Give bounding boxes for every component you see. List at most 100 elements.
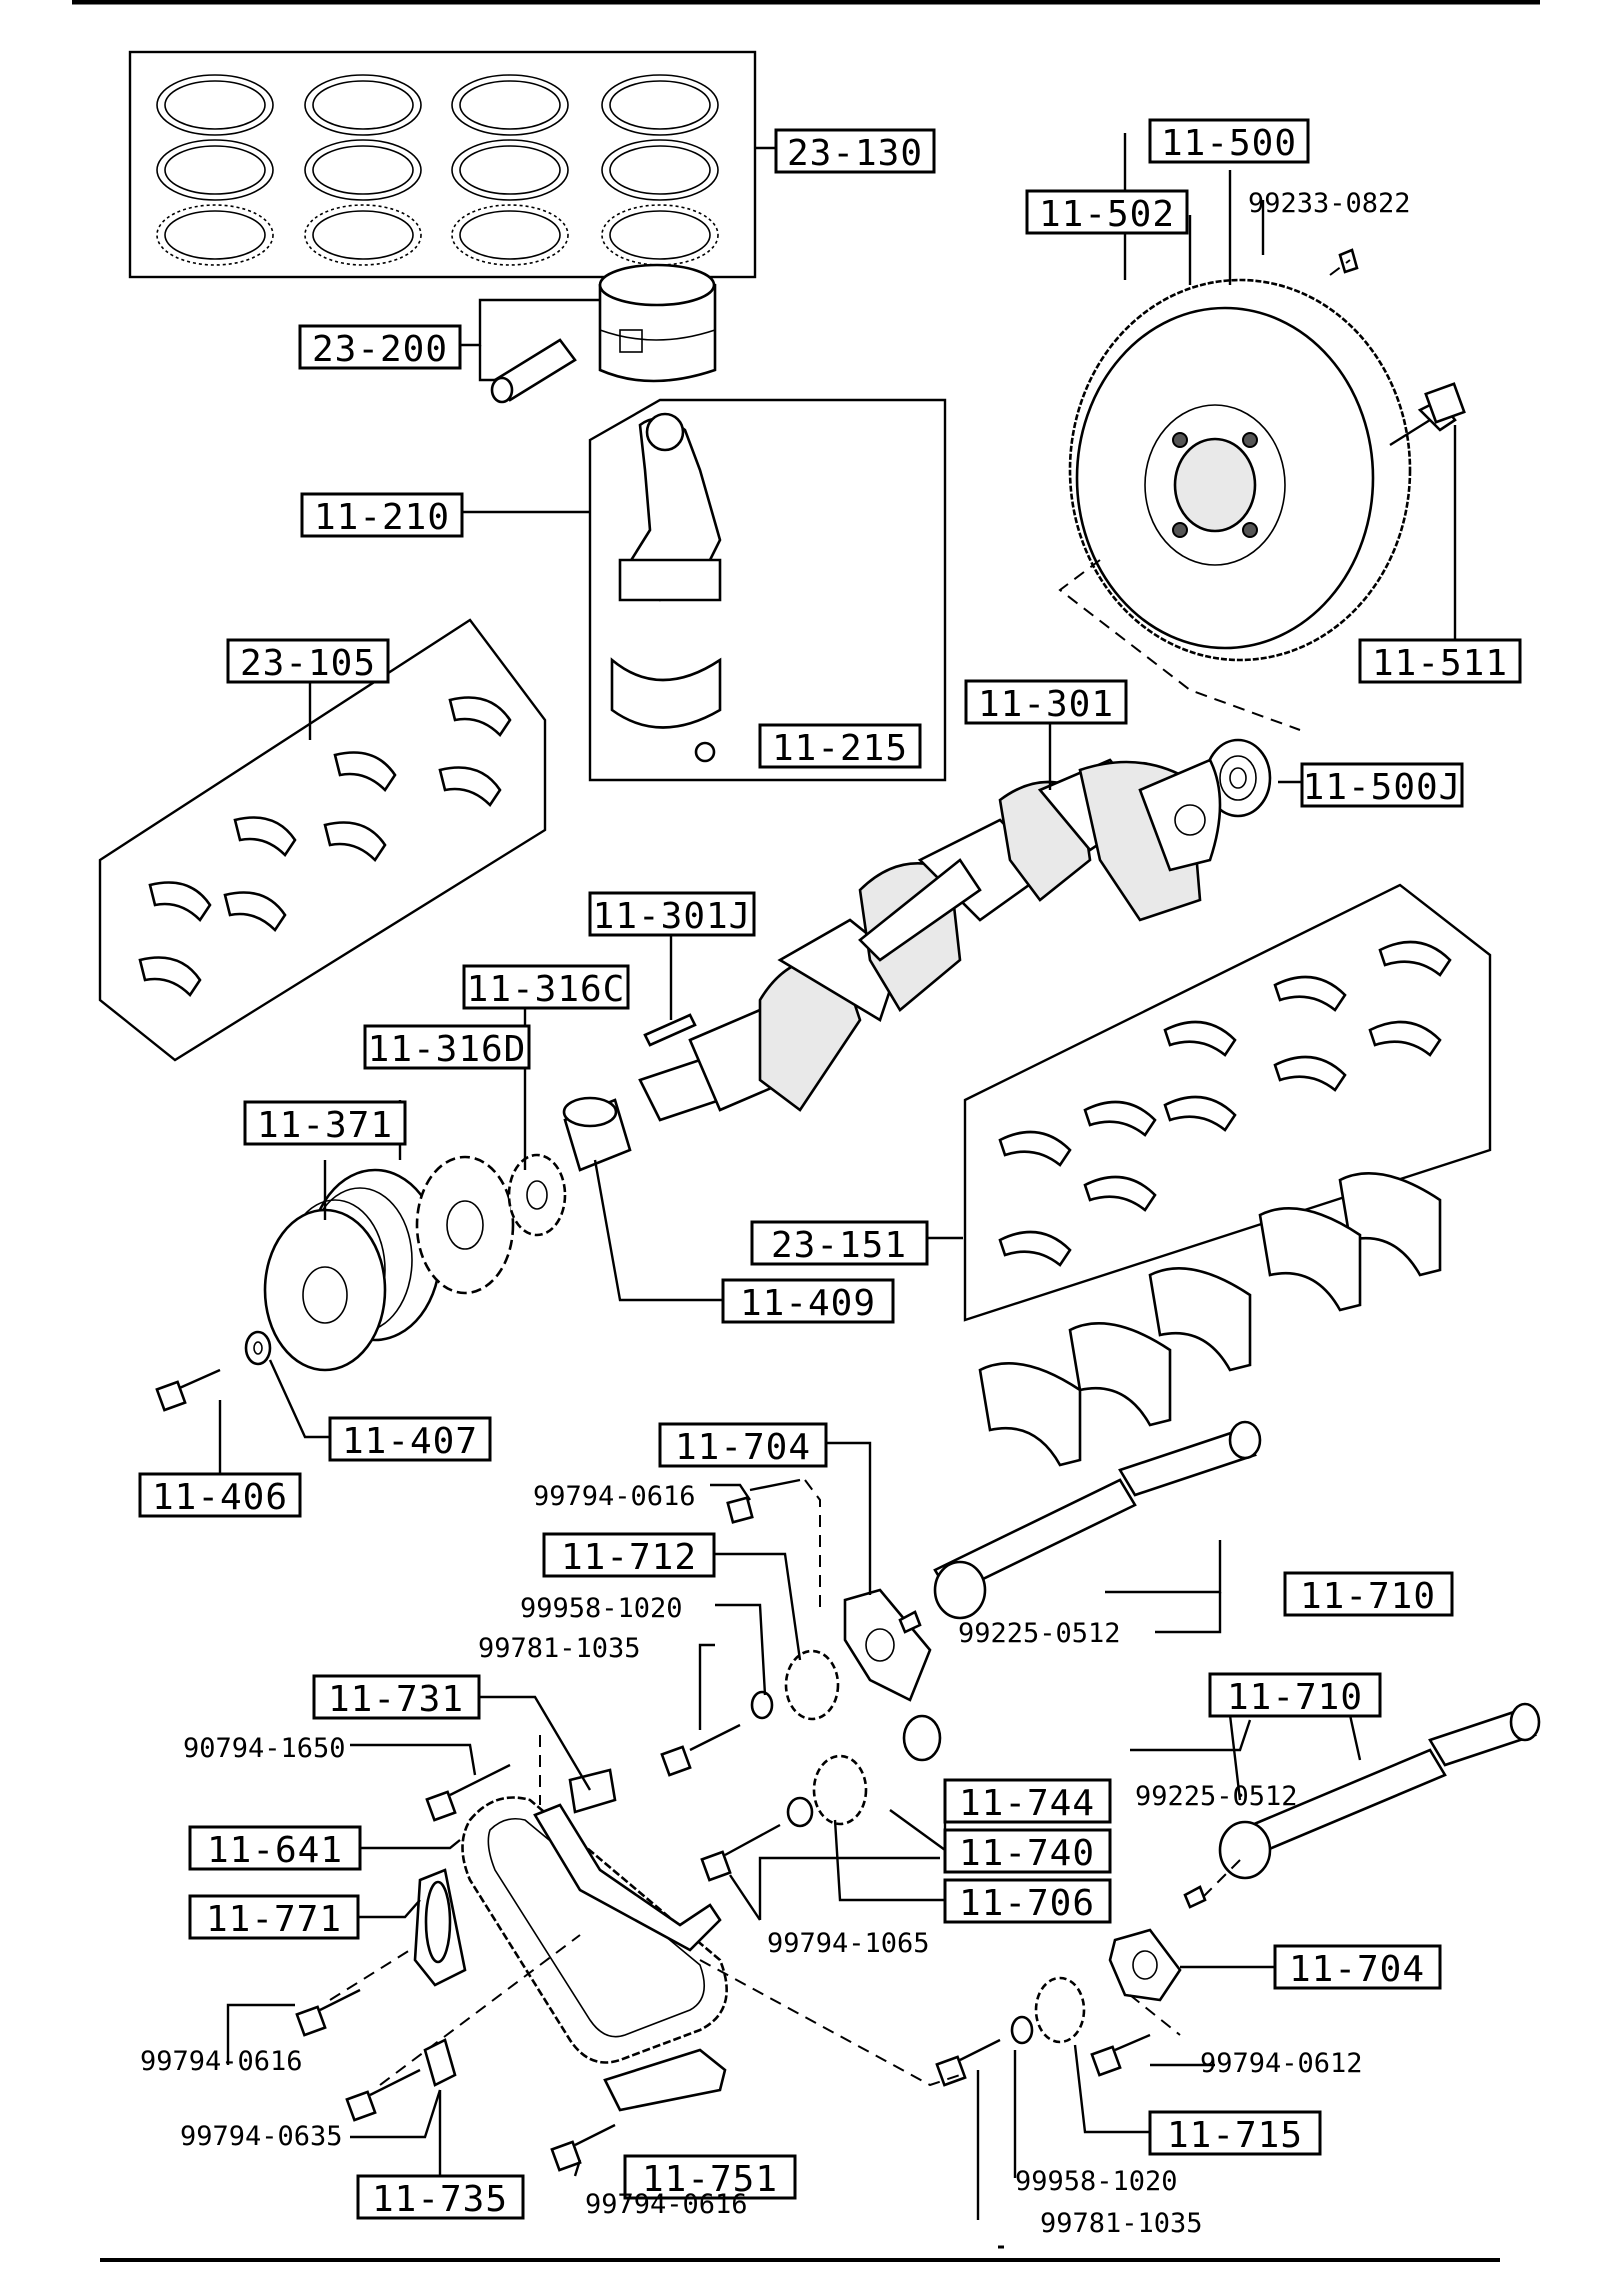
- label-99958-1020-lower: 99958-1020: [1015, 2166, 1178, 2197]
- label-text: 11-710: [1300, 1576, 1436, 1617]
- label-11-500: 11-500: [1148, 118, 1310, 164]
- label-11-502: 11-502: [1025, 189, 1189, 235]
- label-11-301: 11-301: [964, 679, 1128, 725]
- label-text: 11-371: [257, 1105, 393, 1146]
- label-text: 11-704: [675, 1427, 811, 1468]
- bolt-99794-0616-upper: [726, 1478, 801, 1524]
- label-11-710-lower: 11-710: [1208, 1672, 1382, 1718]
- label-text: 23-151: [771, 1225, 907, 1266]
- balance-sprocket-lower: [1034, 1976, 1086, 2044]
- bolt-99794-1065: [700, 1823, 781, 1882]
- chain-tensioner: [413, 1868, 467, 1987]
- balance-sprocket-upper: [784, 1649, 840, 1721]
- bolt-99794-0612: [1090, 2033, 1151, 2077]
- label-11-771: 11-771: [188, 1894, 360, 1940]
- label-11-740: 11-740: [943, 1828, 1112, 1874]
- label-text: 11-712: [561, 1537, 697, 1578]
- chain-guide-slipper: [568, 1768, 617, 1814]
- idler-washer: [786, 1796, 814, 1828]
- label-99233-0822: 99233-0822: [1248, 188, 1411, 219]
- dowel-99225-0512-lower: [1183, 1885, 1207, 1909]
- tensioner-spacer: [423, 2038, 457, 2087]
- balance-shaft-plate-upper: [843, 1588, 932, 1702]
- label-99225-0512-lower: 99225-0512: [1135, 1781, 1298, 1812]
- crank-pulley: [263, 1168, 442, 1372]
- label-11-215: 11-215: [758, 723, 922, 769]
- label-text: 11-301J: [593, 896, 752, 937]
- dowel-99225-0512-upper: [898, 1610, 922, 1634]
- label-11-710-upper: 11-710: [1283, 1571, 1454, 1617]
- crank-sprocket-small: [507, 1153, 567, 1237]
- piston: [598, 263, 717, 383]
- label-11-744: 11-744: [943, 1778, 1112, 1824]
- balance-shaft-lower: [1218, 1702, 1541, 1880]
- bolt-99794-0616-bottom: [550, 2123, 616, 2172]
- label-text: 11-641: [207, 1830, 343, 1871]
- label-23-130: 23-130: [774, 128, 936, 174]
- label-99794-0616-upper: 99794-0616: [533, 1481, 696, 1512]
- main-bearing-caps: [978, 1172, 1442, 1467]
- label-23-200: 23-200: [298, 324, 462, 370]
- main-bearings-panel-left: [98, 618, 547, 1062]
- label-11-210: 11-210: [300, 492, 464, 538]
- label-text: 11-744: [959, 1783, 1095, 1824]
- crankshaft: [638, 758, 1222, 1122]
- bolt-99794-0616-left: [295, 1988, 361, 2037]
- label-text: 23-105: [240, 643, 376, 684]
- label-11-706: 11-706: [943, 1878, 1112, 1924]
- label-text: 11-500: [1161, 123, 1297, 164]
- bolt-99794-0635: [345, 2068, 421, 2122]
- label-11-409: 11-409: [721, 1278, 895, 1324]
- piston-rings-panel: [128, 50, 757, 279]
- pulley-washer: [244, 1330, 272, 1366]
- label-text: 11-706: [959, 1883, 1095, 1924]
- bolt-90794-1650: [425, 1763, 511, 1822]
- label-11-316C: 11-316C: [462, 964, 630, 1010]
- timing-chain: [461, 1796, 728, 2064]
- label-11-735: 11-735: [356, 2174, 525, 2220]
- piston-pin: [490, 338, 577, 404]
- label-99794-0616-left: 99794-0616: [140, 2046, 303, 2077]
- label-text: 11-740: [959, 1833, 1095, 1874]
- label-11-301J: 11-301J: [588, 891, 756, 937]
- pulley-bolt: [155, 1368, 221, 1412]
- label-text: 11-731: [328, 1679, 464, 1720]
- balance-shaft-upper: [933, 1420, 1262, 1620]
- label-text: 11-406: [152, 1477, 288, 1518]
- label-99794-0635: 99794-0635: [180, 2121, 343, 2152]
- label-11-712: 11-712: [542, 1532, 716, 1578]
- label-text: 11-751: [642, 2159, 778, 2200]
- label-23-105: 23-105: [226, 638, 390, 684]
- label-11-731: 11-731: [312, 1674, 481, 1720]
- label-11-371: 11-371: [243, 1100, 407, 1146]
- label-99781-1035-lower: 99781-1035: [1040, 2208, 1203, 2239]
- label-11-407: 11-407: [328, 1416, 492, 1462]
- label-text: 11-301: [978, 684, 1114, 725]
- bolt-99781-1035-lower: [935, 2038, 1001, 2087]
- chain-tensioner-lever: [603, 2048, 727, 2112]
- label-90794-1650: 90794-1650: [183, 1733, 346, 1764]
- crank-sprocket-large: [415, 1155, 515, 1295]
- chain-guide: [533, 1803, 722, 1952]
- label-99794-1065: 99794-1065: [767, 1928, 930, 1959]
- label-11-715: 11-715: [1148, 2110, 1322, 2156]
- label-text: 11-735: [372, 2179, 508, 2220]
- connecting-rod-panel: [588, 398, 947, 782]
- label-text: 11-407: [342, 1421, 478, 1462]
- label-text: 11-771: [206, 1899, 342, 1940]
- label-11-704-upper: 11-704: [658, 1422, 828, 1468]
- label-23-151: 23-151: [750, 1220, 929, 1266]
- label-99794-0616-bottom: 99794-0616: [585, 2189, 748, 2220]
- label-99781-1035-upper: 99781-1035: [478, 1633, 641, 1664]
- label-99794-0612: 99794-0612: [1200, 2048, 1363, 2079]
- label-11-751: 11-751: [623, 2154, 797, 2200]
- label-text: 23-130: [787, 133, 923, 174]
- label-99958-1020-upper: 99958-1020: [520, 1593, 683, 1624]
- label-text: 11-715: [1167, 2115, 1303, 2156]
- label-text: 11-316C: [467, 969, 626, 1010]
- main-bearings-panel-right: [963, 883, 1492, 1322]
- label-text: 11-316D: [368, 1029, 527, 1070]
- label-11-511: 11-511: [1358, 638, 1522, 684]
- label-text: 11-710: [1227, 1677, 1363, 1718]
- label-11-406: 11-406: [138, 1472, 302, 1518]
